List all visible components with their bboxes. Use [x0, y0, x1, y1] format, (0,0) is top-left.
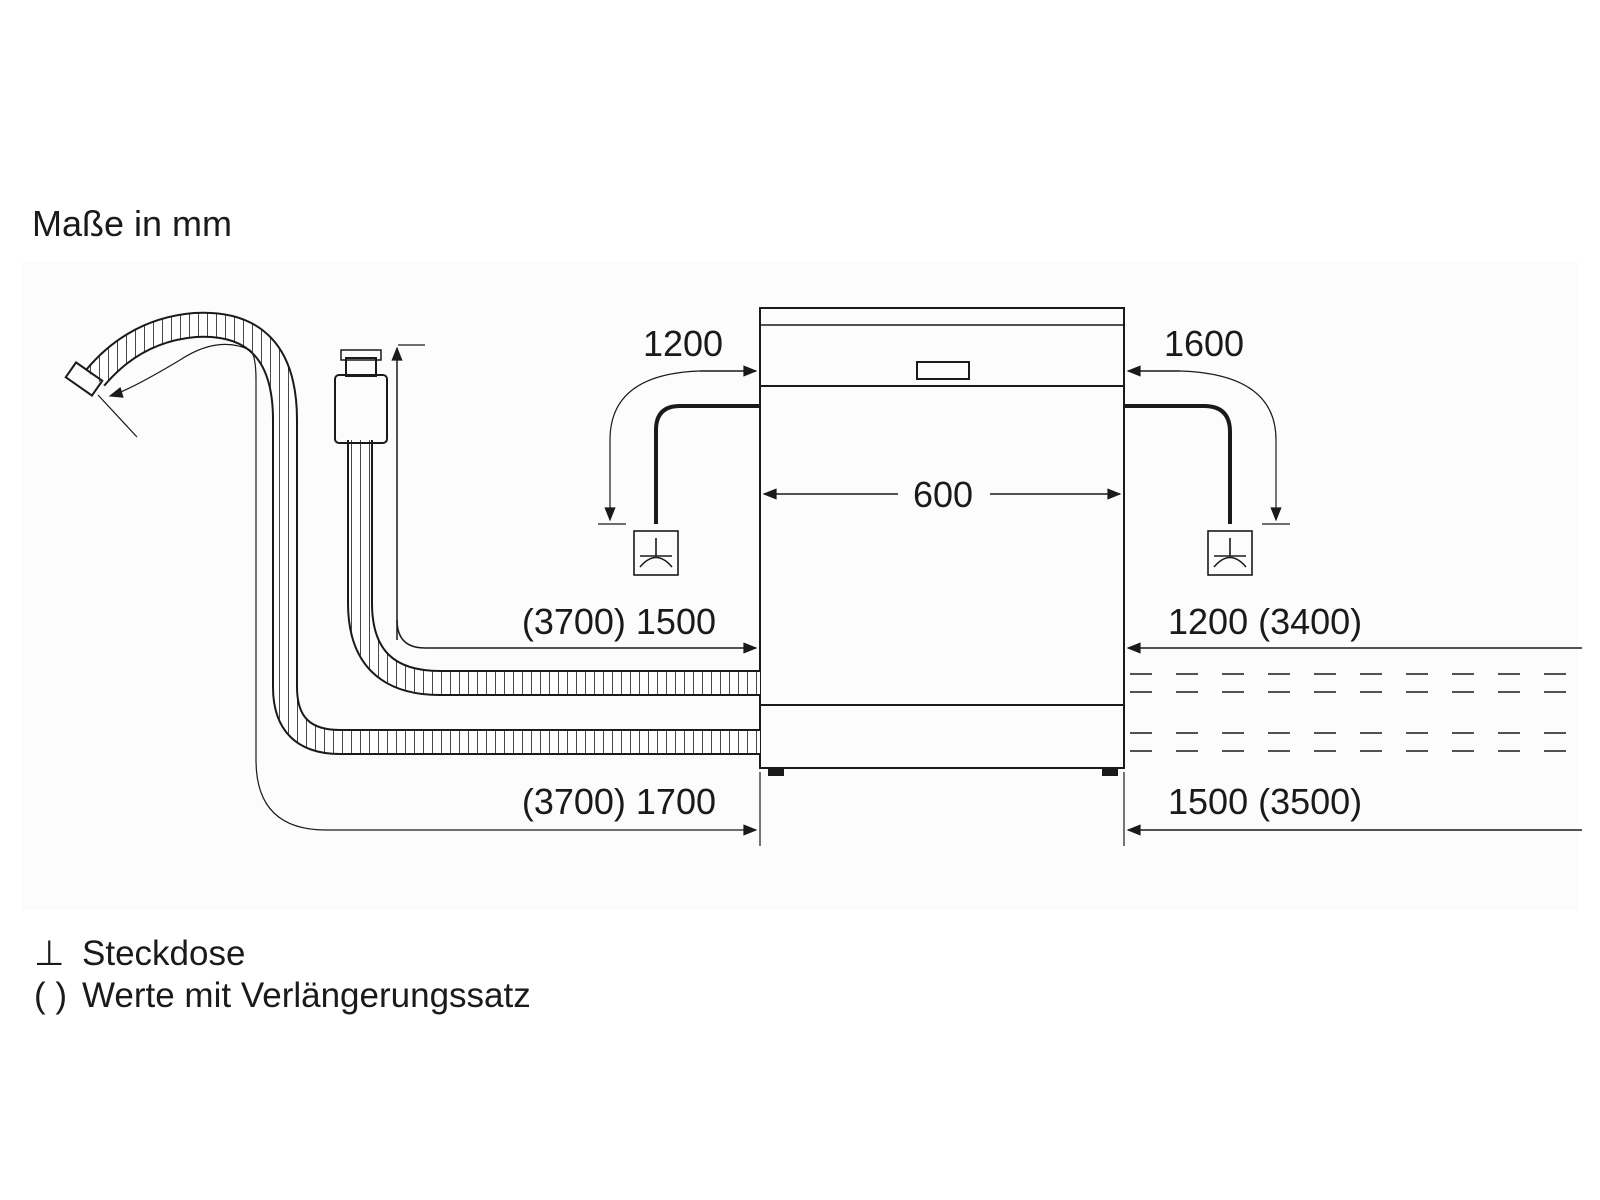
cable-right-label: 1600: [1164, 323, 1244, 364]
hose-upper-right-label: 1200 (3400): [1168, 601, 1362, 642]
hose-upper-left-dimension: (3700) 1500: [396, 601, 758, 654]
cable-dimension-left: 1200: [598, 323, 758, 525]
socket-icon: [1207, 530, 1253, 576]
legend-extension: ( ) Werte mit Verlängerungssatz: [34, 976, 531, 1016]
legend-extension-label: Werte mit Verlängerungssatz: [82, 976, 531, 1015]
cable-dimension-right: 1600: [1126, 323, 1290, 525]
hose-right-dashed: [1130, 673, 1582, 752]
dishwasher-icon: [759, 307, 1125, 776]
hose-lower-right-label: 1500 (3500): [1168, 781, 1362, 822]
inlet-hose-icon: [334, 349, 760, 696]
hose-lower-left-label: (3700) 1700: [522, 781, 716, 822]
power-cable-right: [1124, 404, 1232, 524]
drain-hose-icon: [64, 311, 760, 755]
hose-lower-left-dimension: (3700) 1700: [108, 343, 761, 846]
hose-lower-right-dimension: 1500 (3500): [1123, 772, 1582, 846]
page-title: Maße in mm: [32, 203, 233, 244]
hose-upper-right-dimension: 1200 (3400): [1126, 601, 1582, 654]
socket-icon: [633, 530, 679, 576]
foot-right: [1102, 768, 1118, 776]
width-dimension: 600: [762, 474, 1122, 515]
parentheses-legend-icon: ( ): [34, 976, 68, 1015]
legend-socket-label: Steckdose: [82, 934, 246, 973]
width-label: 600: [913, 474, 973, 515]
socket-legend-icon: ⊥: [34, 934, 65, 973]
hose-upper-left-label: (3700) 1500: [522, 601, 716, 642]
legend-socket: ⊥ Steckdose: [34, 934, 245, 974]
control-panel-display: [916, 361, 970, 380]
foot-left: [768, 768, 784, 776]
cable-left-label: 1200: [643, 323, 723, 364]
power-cable-left: [654, 404, 760, 524]
